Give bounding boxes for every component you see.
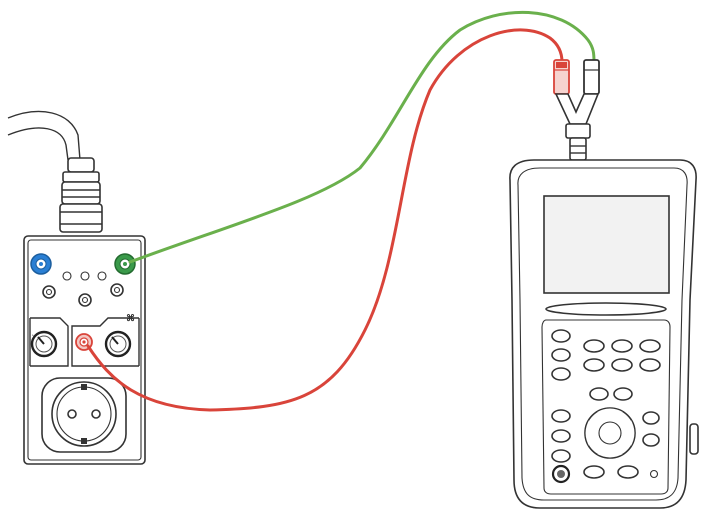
navigation-pad	[584, 407, 636, 459]
power-button-icon	[551, 464, 571, 484]
meter-screen	[543, 195, 670, 294]
right-knob	[104, 330, 132, 358]
cable-gland	[59, 157, 103, 233]
green-test-lead	[128, 10, 596, 264]
knob-panel: ⌘	[29, 313, 140, 367]
red-test-lead	[86, 28, 564, 412]
svg-text:⌘: ⌘	[126, 313, 135, 323]
test-adapter-box-icon: ⌘ ↔	[23, 235, 146, 465]
handheld-meter-icon	[509, 159, 699, 509]
green-jack	[114, 253, 136, 275]
banana-plug-icon	[553, 59, 600, 161]
schuko-socket-icon	[41, 377, 127, 453]
indicator-leds	[62, 271, 107, 281]
left-knob: ↔	[30, 330, 58, 358]
blue-jack	[30, 253, 52, 275]
keypad-left-buttons	[551, 329, 571, 463]
mains-cable	[7, 110, 81, 161]
svg-text:↔: ↔	[31, 332, 37, 338]
keypad-grid-buttons	[583, 339, 661, 401]
keypad-right-buttons	[642, 411, 660, 447]
small-sockets	[42, 283, 124, 307]
keypad-bottom-buttons	[583, 465, 659, 479]
